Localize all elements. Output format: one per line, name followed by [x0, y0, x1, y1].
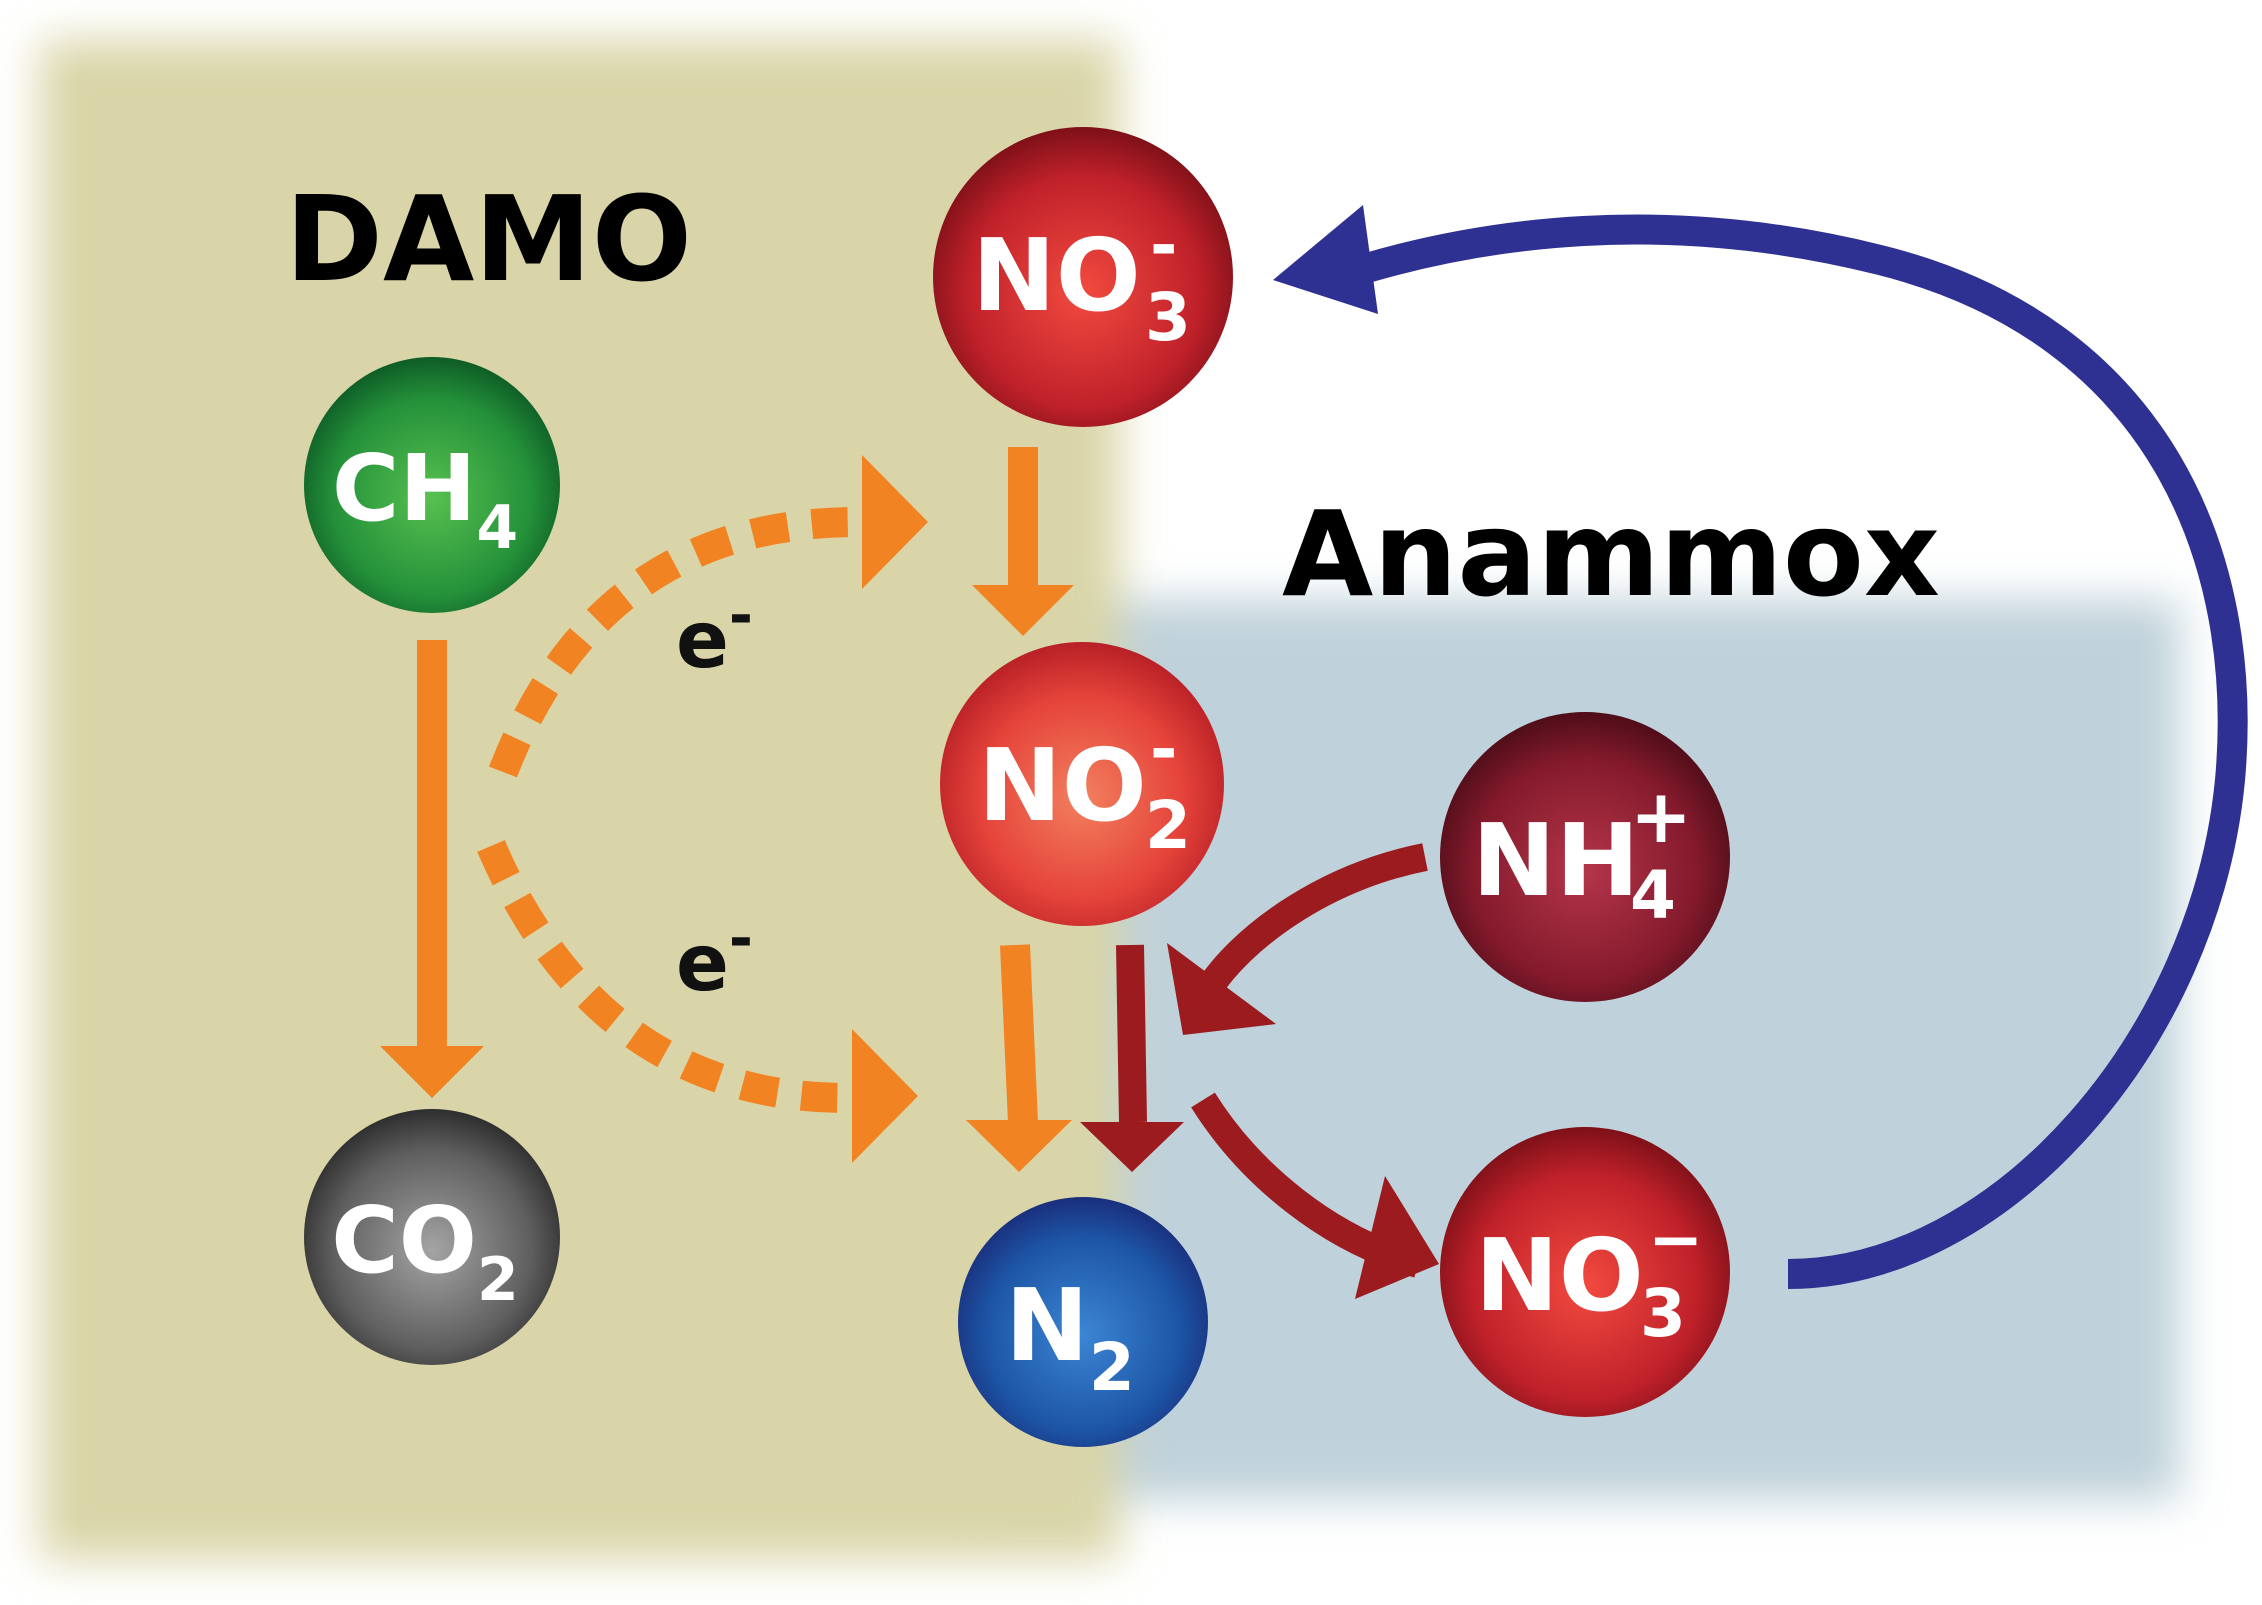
svg-text:NO: NO	[1475, 1217, 1644, 1334]
electron-arrow-to-no3	[489, 455, 928, 778]
no2-molecule: NO 2 -	[940, 642, 1224, 926]
arrow-to-no3-right	[1191, 1092, 1439, 1299]
co2-molecule: CO2	[304, 1109, 560, 1365]
arrow-no2-to-n2-red	[1080, 944, 1184, 1172]
n2-molecule: N2	[958, 1197, 1208, 1447]
arrow-ch4-to-co2	[380, 640, 484, 1098]
electron-label-upper: e-	[676, 581, 753, 686]
nh4-molecule: NH 4 +	[1440, 712, 1730, 1002]
anammox-title: Anammox	[1282, 485, 1940, 623]
arrow-nh4-to-no2	[1167, 843, 1428, 1035]
svg-text:3: 3	[1145, 279, 1191, 356]
ch4-molecule: CH4	[304, 357, 560, 613]
svg-text:N2: N2	[1005, 1267, 1135, 1406]
svg-text:CH4: CH4	[332, 435, 518, 563]
electron-arrow-to-n2	[477, 840, 918, 1163]
svg-text:-: -	[1150, 711, 1177, 788]
recycle-arrow-no3-to-no3	[1273, 205, 2248, 1289]
svg-text:CO2: CO2	[331, 1187, 518, 1315]
svg-text:3: 3	[1640, 1275, 1686, 1352]
damo-title: DAMO	[285, 170, 692, 308]
arrow-no3-to-no2	[972, 447, 1074, 636]
no3-top-molecule: NO 3 -	[933, 127, 1233, 427]
svg-text:NH: NH	[1472, 802, 1639, 919]
svg-text:NO: NO	[972, 217, 1141, 334]
arrow-no2-to-n2-orange	[966, 944, 1072, 1172]
svg-text:+: +	[1630, 774, 1692, 860]
svg-text:2: 2	[1145, 787, 1191, 864]
svg-text:−: −	[1648, 1201, 1703, 1278]
svg-text:-: -	[1150, 207, 1177, 284]
svg-text:4: 4	[1630, 857, 1676, 934]
electron-label-lower: e-	[676, 904, 753, 1009]
svg-text:NO: NO	[978, 727, 1147, 844]
no3-right-molecule: NO - 3 −	[1440, 1127, 1730, 1417]
